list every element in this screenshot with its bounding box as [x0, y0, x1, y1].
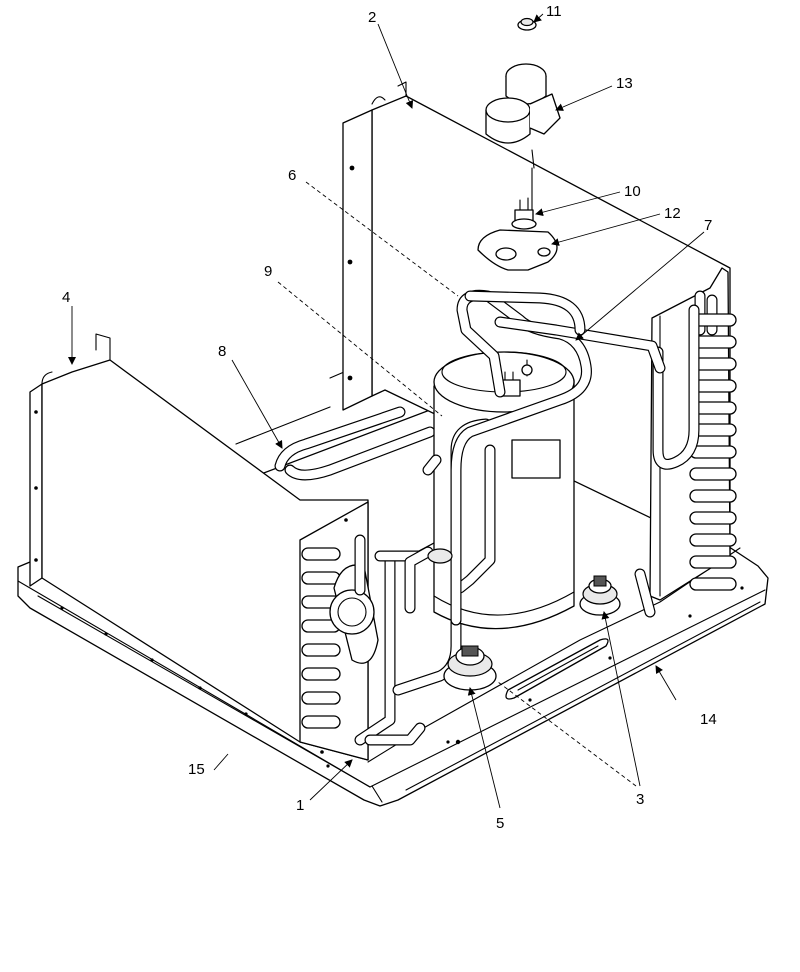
callout-7: 7 — [704, 217, 712, 234]
discharge-tubing — [450, 289, 666, 626]
condenser-coil-left — [29, 333, 396, 761]
suction-line — [422, 454, 442, 476]
side-coil-right — [649, 267, 737, 601]
callout-labels: 1 2 3 4 5 6 7 8 9 10 11 12 13 14 15 — [62, 3, 717, 832]
nut — [517, 17, 537, 31]
callout-4: 4 — [62, 289, 70, 306]
solenoid-coil — [485, 63, 561, 169]
callout-8: 8 — [218, 343, 226, 360]
hairpin-tubes-right — [689, 313, 737, 591]
callout-15: 15 — [188, 761, 205, 778]
reversing-valve — [477, 167, 558, 271]
callout-13: 13 — [616, 75, 633, 92]
callout-9: 9 — [264, 263, 272, 280]
compressor — [433, 351, 575, 630]
callout-12: 12 — [664, 205, 681, 222]
callout-3: 3 — [636, 791, 644, 808]
callout-11: 11 — [546, 3, 562, 20]
callout-6: 6 — [288, 167, 296, 184]
callout-2: 2 — [368, 9, 376, 26]
callout-10: 10 — [624, 183, 641, 200]
callout-1: 1 — [296, 797, 304, 814]
callout-14: 14 — [700, 711, 717, 728]
base-tubing — [274, 406, 656, 746]
callout-5: 5 — [496, 815, 504, 832]
mounting-grommets — [427, 548, 621, 691]
leader-lines — [68, 13, 705, 809]
